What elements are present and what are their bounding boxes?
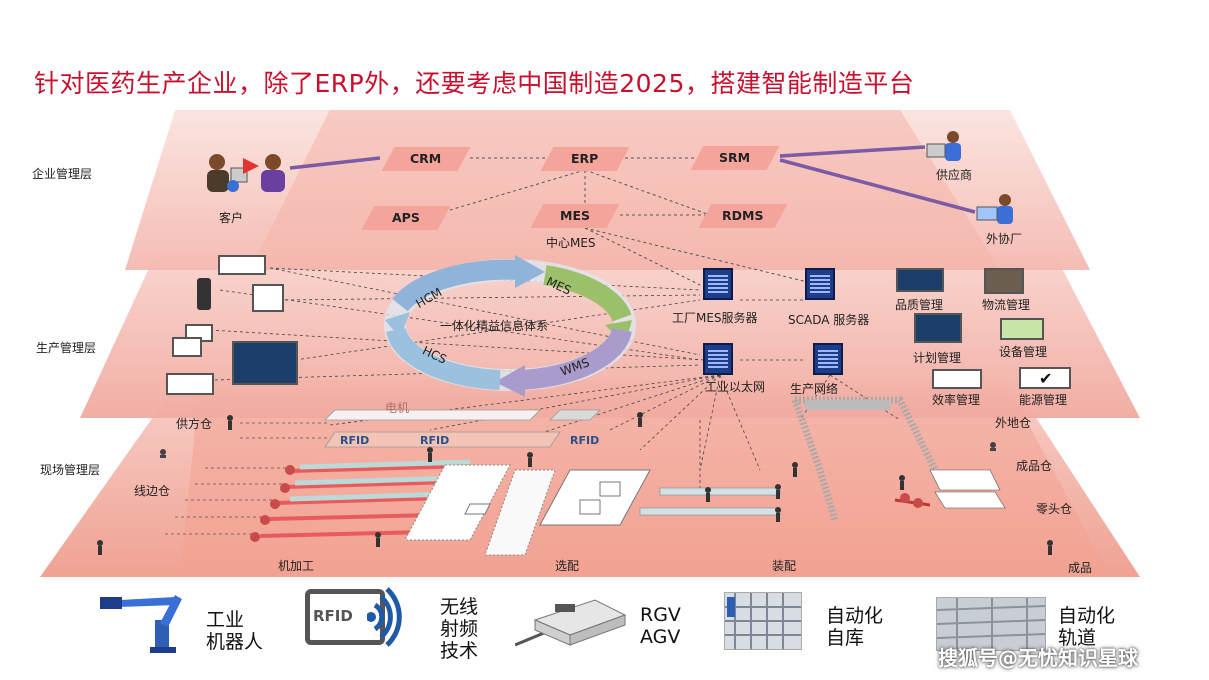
terminal-screen-1 [218,255,266,275]
industrial-robot-icon [80,585,190,655]
ethernet-label: 工业以太网 [705,380,766,394]
energy-label: 能源管理 [1019,393,1068,407]
quality-label: 品质管理 [895,298,944,312]
external-warehouse-label: 外地仓 [995,416,1032,430]
rfid-label-2: RFID [420,434,450,447]
outsourcer-icon [975,193,1017,227]
legend-track-text: 自动化轨道 [1058,605,1116,649]
rfid-icon: RFID [305,583,423,651]
customer-icon [203,152,293,196]
efficiency-label: 效率管理 [932,393,981,407]
planning-label: 计划管理 [913,351,962,365]
efficiency-screen [932,369,982,389]
finished-warehouse-label: 成品仓 [1016,459,1053,473]
scada-server-label: SCADA 服务器 [788,313,870,327]
legend-robot-text: 工业机器人 [206,609,264,653]
assembly-label: 装配 [772,559,797,573]
production-layer-label: 生产管理层 [36,341,97,355]
cycle-diagram [384,255,636,397]
rfid-label-3: RFID [570,434,600,447]
finished-goods-label: 成品 [1068,561,1093,575]
supplier-warehouse-label: 供方仓 [176,417,213,431]
partner-links [289,145,976,214]
ethernet-switch-icon [703,343,733,375]
agv-icon [514,590,630,650]
production-network-label: 生产网络 [790,382,839,396]
rdms-tag[interactable]: RDMS [698,204,788,228]
motor-label: 电机 [385,401,410,415]
page-title: 针对医药生产企业，除了ERP外，还要考虑中国制造2025，搭建智能制造平台 [34,69,915,98]
aps-tag[interactable]: APS [361,206,451,230]
cycle-center-label: 一体化精益信息体系 [440,319,549,333]
customer-label: 客户 [219,211,244,225]
rfid-label-1: RFID [340,434,370,447]
production-network-icon [813,343,843,375]
line-warehouse-label: 线边仓 [134,484,171,498]
quality-screen [896,268,944,292]
energy-screen: ✔ [1019,367,1071,389]
legend-rfid-text: 无线射频技术 [440,596,479,662]
field-robots [250,465,923,542]
terminal-screen-5 [166,373,214,395]
factory-mes-server-icon [703,268,733,300]
picking-label: 选配 [555,559,580,573]
equipment-screen [1000,318,1044,340]
monitor-cluster [232,341,298,385]
field-layer-label: 现场管理层 [40,463,101,477]
machining-label: 机加工 [278,559,315,573]
equipment-label: 设备管理 [999,345,1048,359]
field-lines [259,396,1006,556]
legend-warehouse-text: 自动化自库 [826,605,884,649]
supplier-label: 供应商 [936,168,973,182]
mes-tag[interactable]: MES [530,204,620,228]
logistics-label: 物流管理 [982,298,1031,312]
logistics-screen [984,268,1024,294]
scada-server-icon [805,268,835,300]
srm-tag[interactable]: SRM [690,146,780,170]
planning-screen [914,313,962,343]
erp-tag[interactable]: ERP [540,147,630,171]
auto-warehouse-icon [724,592,802,650]
enterprise-layer-label: 企业管理层 [32,167,93,181]
crm-tag[interactable]: CRM [381,147,471,171]
center-mes-label: 中心MES [546,236,596,250]
terminal-screen-4 [172,337,202,357]
supplier-icon [925,130,965,164]
factory-mes-server-label: 工厂MES服务器 [672,311,758,325]
watermark: 搜狐号@无忧知识星球 [938,646,1138,670]
terminal-screen-2 [252,284,284,312]
odd-warehouse-label: 零头仓 [1036,502,1073,516]
auto-track-icon [936,597,1046,651]
checkmark-icon: ✔ [1039,369,1053,388]
outsourcer-label: 外协厂 [986,232,1023,246]
handheld-scanner-icon [197,278,211,310]
